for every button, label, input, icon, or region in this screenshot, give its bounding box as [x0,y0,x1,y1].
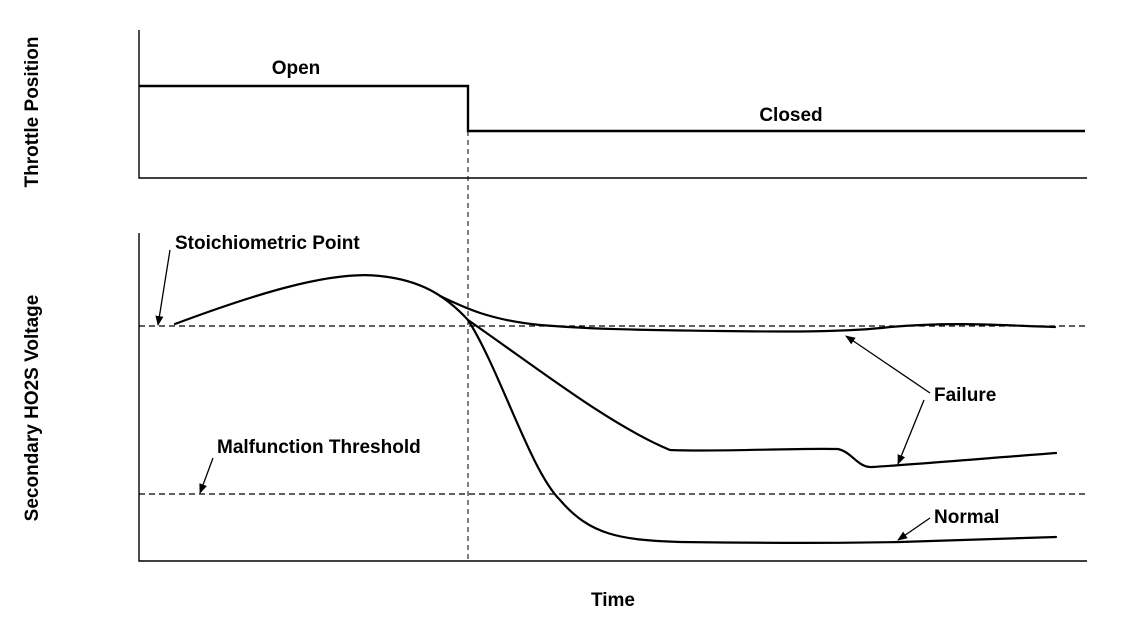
malfunction-threshold-label: Malfunction Threshold [217,437,421,458]
normal-curve [466,318,1058,544]
failure-label: Failure [934,385,996,406]
stoichiometric-point-label: Stoichiometric Point [175,233,360,254]
failure-curve-upper [438,294,1057,333]
ho2s-axes [138,233,1087,562]
closed-label: Closed [759,105,822,126]
stoichiometric-arrow [155,249,171,326]
common-curve [173,274,470,326]
ho2s-voltage-axis-label: Secondary HO2S Voltage [22,295,43,522]
normal-label: Normal [934,507,999,528]
malfunction-arrow [199,457,214,494]
failure-arrow-lower [897,399,925,465]
throttle-axes [138,30,1087,179]
normal-arrow [897,517,931,541]
throttle-position-axis-label: Throttle Position [22,37,43,188]
open-label: Open [272,58,321,79]
failure-arrow-upper [845,335,931,394]
time-axis-label: Time [591,590,635,611]
throttle-step-line [139,84,1085,133]
failure-curve-lower [466,318,1058,469]
